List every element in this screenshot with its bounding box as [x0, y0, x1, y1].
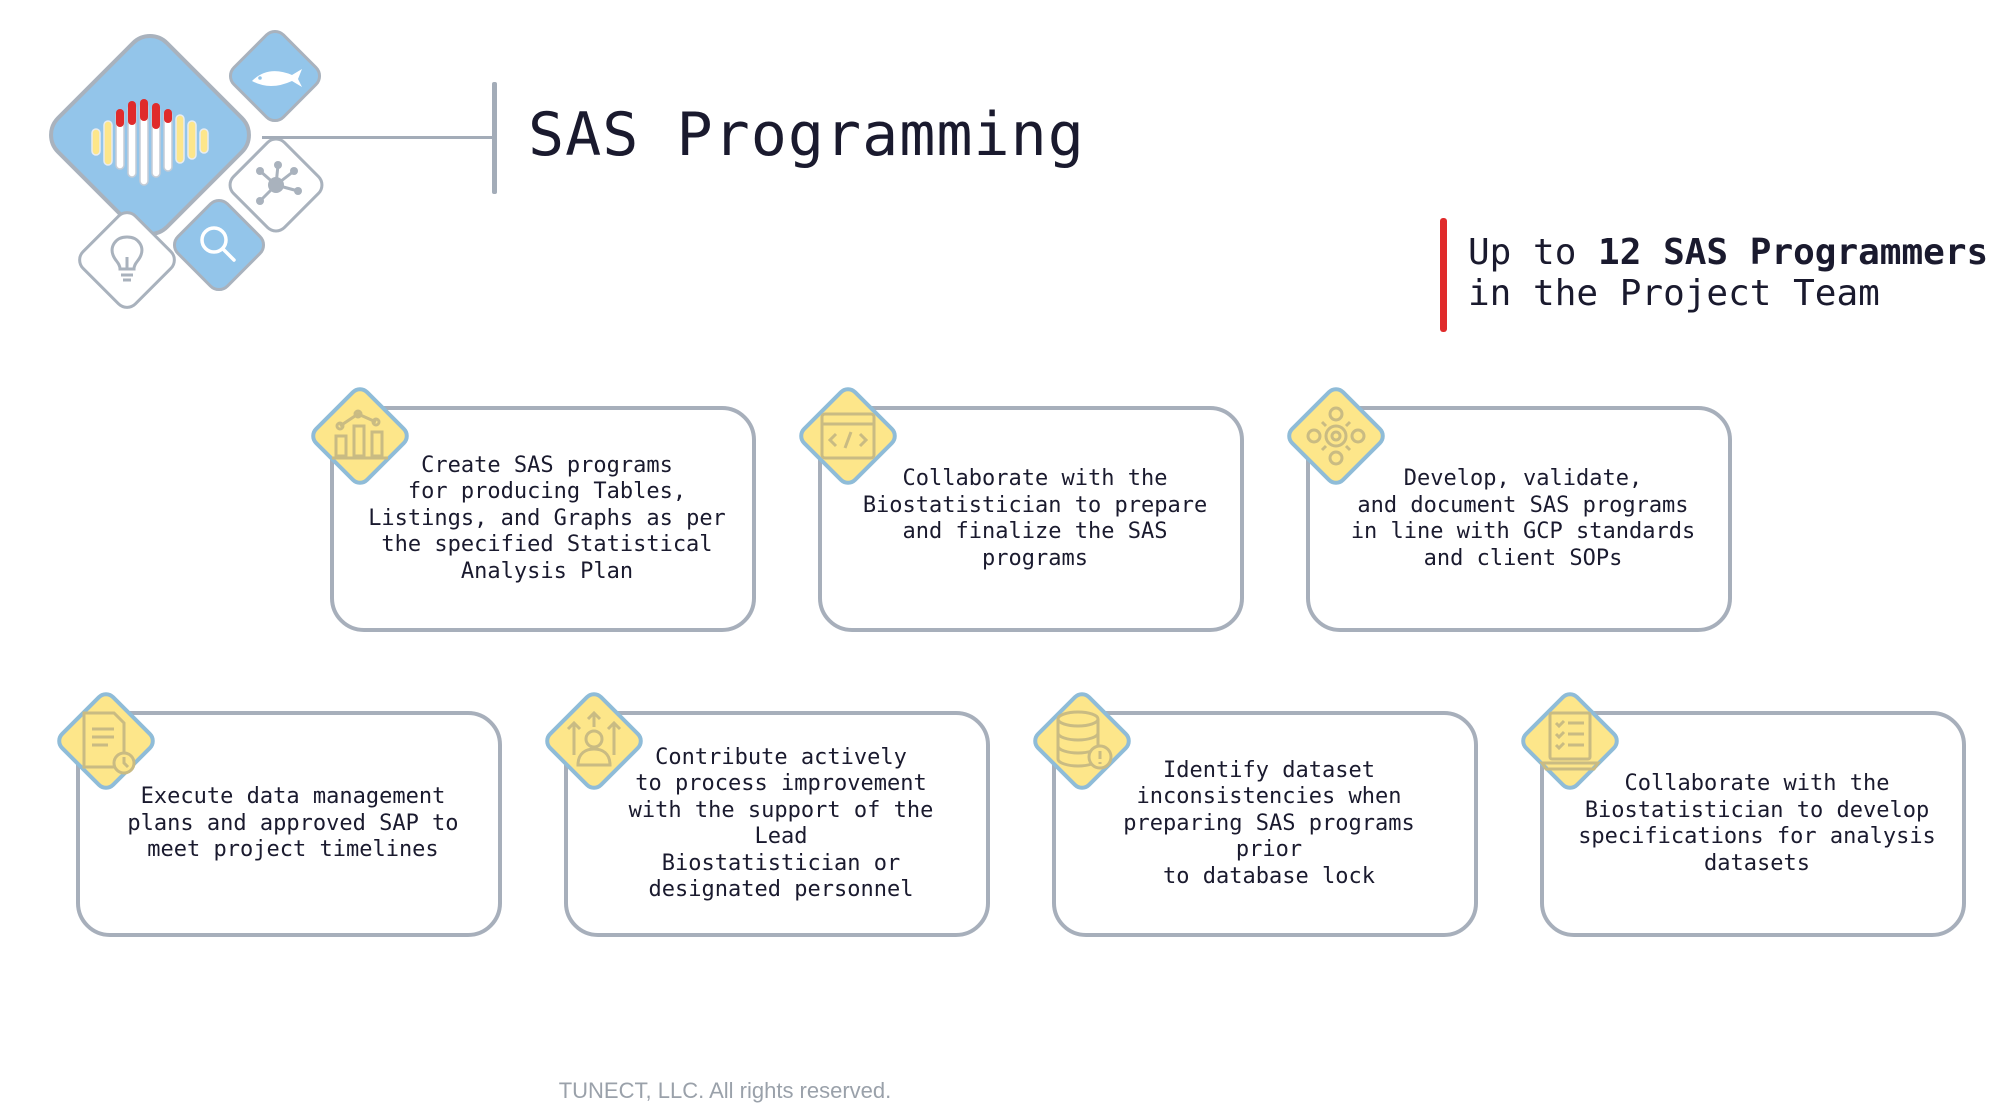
footer-copyright: TUNECT, LLC. All rights reserved.: [558, 1078, 892, 1103]
lightbulb-icon: [110, 235, 144, 282]
badge-document-clock: [57, 692, 155, 790]
title-divider: [492, 82, 497, 194]
badge-checklist-laptop: [1521, 692, 1619, 790]
database-alert-icon: [1056, 710, 1113, 770]
document-clock-icon: [82, 711, 136, 775]
responsibility-card-validate-document: Develop, validate, and document SAS prog…: [1306, 406, 1732, 632]
badge-code-window: [799, 387, 897, 485]
responsibility-card-tlg-programs: Create SAS programs for producing Tables…: [330, 406, 756, 632]
team-note-accent-bar: [1440, 218, 1447, 332]
badge-database-alert: [1033, 692, 1131, 790]
bar-chart-icon: [332, 409, 388, 460]
card-text: Collaborate with the Biostatistician to …: [862, 466, 1208, 571]
title-connector-line: [262, 136, 494, 139]
fish-icon: [252, 69, 302, 87]
card-text: Identify dataset inconsistencies when pr…: [1123, 757, 1415, 889]
waveform-icon: [91, 99, 209, 186]
logo-main-tile: [49, 34, 251, 236]
checklist-laptop-icon: [1539, 711, 1601, 771]
team-note-highlight: 12 SAS Programmers: [1598, 232, 1989, 273]
badge-gear-cycle: [1287, 387, 1385, 485]
person-growth-icon: [566, 710, 622, 767]
card-text: Contribute actively to process improveme…: [628, 744, 934, 903]
magnifier-icon: [200, 226, 236, 262]
code-window-icon: [820, 412, 876, 460]
badge-person-growth: [545, 692, 643, 790]
network-icon: [256, 161, 302, 205]
card-text: Execute data management plans and approv…: [127, 784, 459, 863]
card-text: Develop, validate, and document SAS prog…: [1350, 466, 1696, 571]
card-text: Create SAS programs for producing Tables…: [368, 452, 726, 584]
page-title: SAS Programming: [528, 100, 1085, 170]
gear-cycle-icon: [1306, 406, 1366, 466]
logo-search-tile: [172, 198, 266, 292]
badge-bar-chart: [311, 387, 409, 485]
team-note-prefix: Up to: [1468, 232, 1599, 273]
card-text: Collaborate with the Biostatistician to …: [1578, 771, 1936, 876]
team-size-note: Up to 12 SAS Programmers in the Project …: [1468, 232, 1988, 314]
responsibility-card-dataset-inconsistencies: Identify dataset inconsistencies when pr…: [1052, 711, 1478, 937]
team-note-line2: in the Project Team: [1468, 273, 1880, 314]
company-logo: [49, 29, 324, 309]
